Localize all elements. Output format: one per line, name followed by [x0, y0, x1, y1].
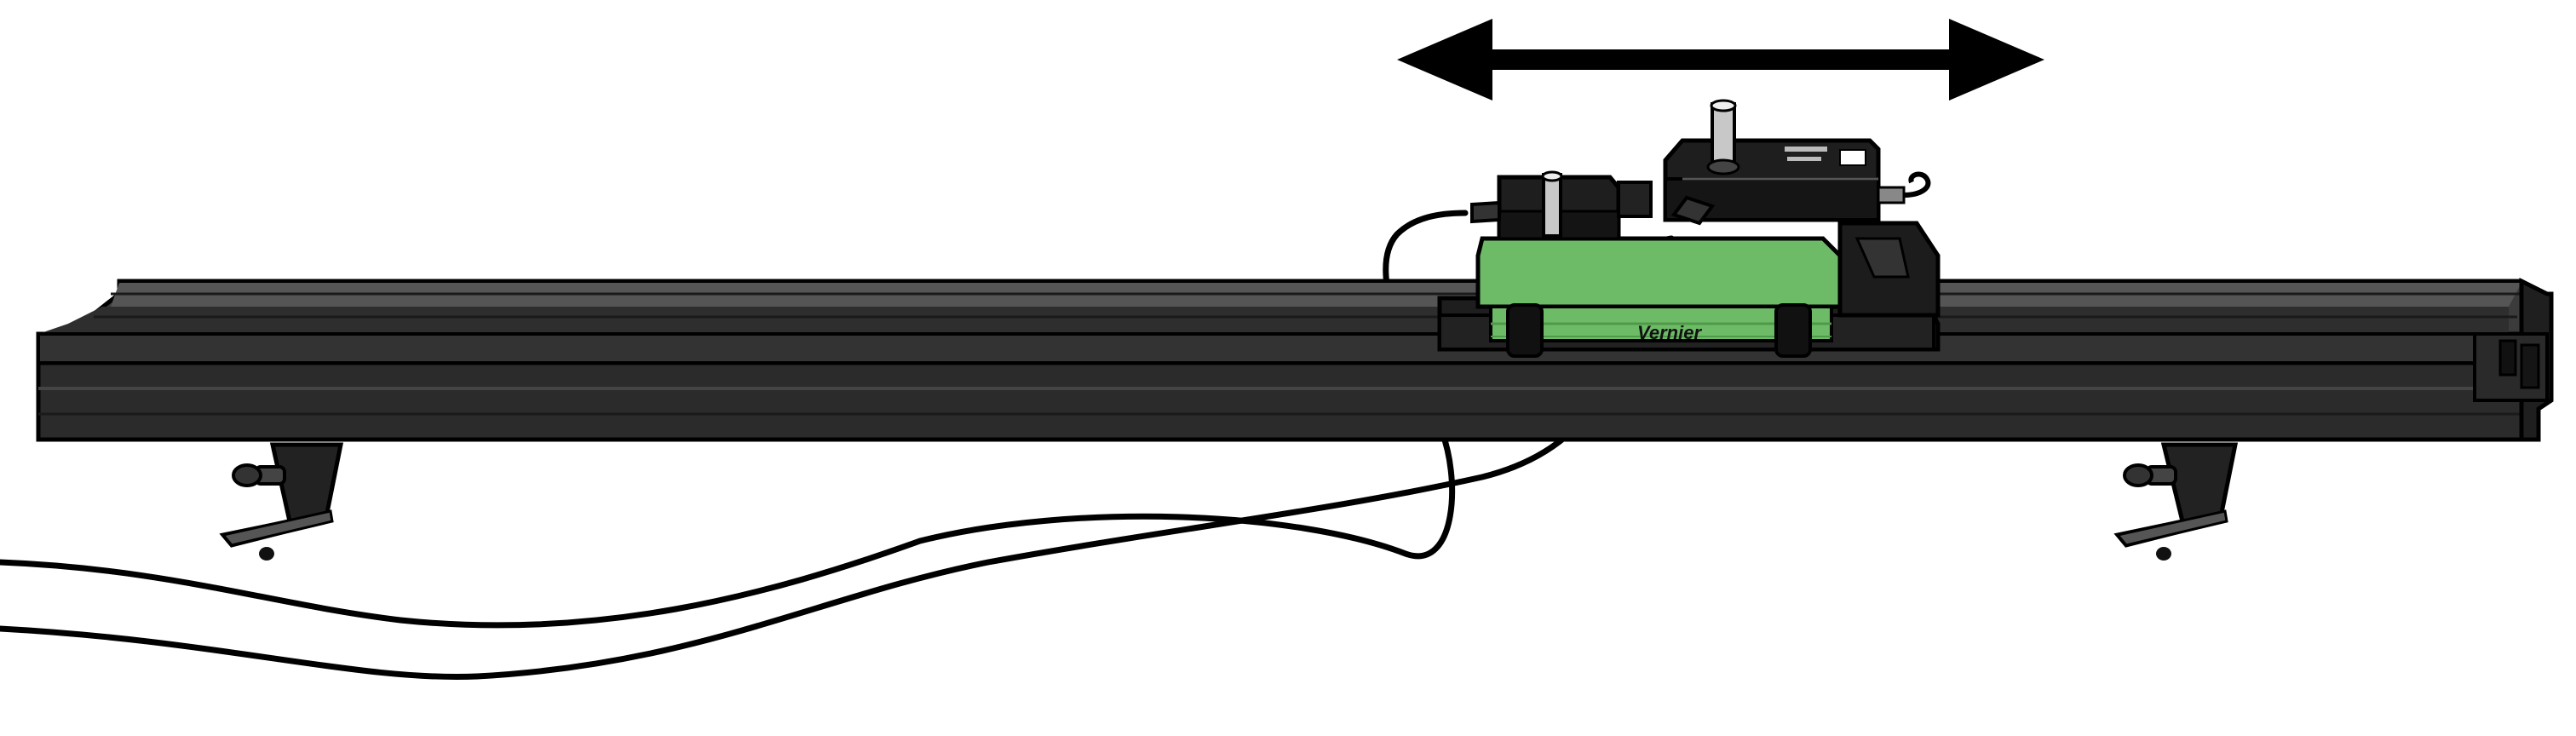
force-sensor [1663, 99, 1931, 226]
left-leveling-foot [219, 442, 344, 561]
track-end-profile [2473, 277, 2554, 442]
cart-wheel-left [1506, 303, 1544, 358]
brand-label: Vernier [1637, 322, 1702, 343]
module-post [1542, 173, 1562, 238]
force-sensor-post [1711, 102, 1736, 165]
force-hook-icon [1877, 171, 1931, 204]
motion-sensor-module [1470, 170, 1653, 241]
motion-double-arrow-icon [1397, 19, 2044, 101]
aluminum-track [36, 277, 2554, 442]
dynamics-cart: Vernier [1437, 221, 1941, 358]
right-leveling-foot [2113, 442, 2239, 561]
cart-wheel-right [1774, 303, 1812, 358]
